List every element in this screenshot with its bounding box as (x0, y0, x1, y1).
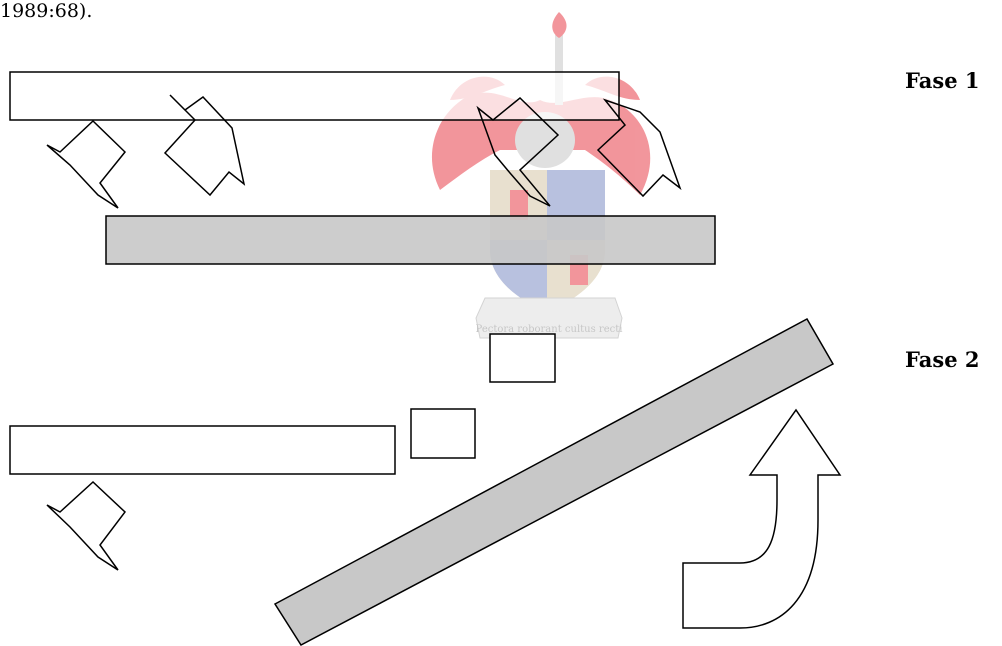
chevron-arrow-down-3-icon (46, 480, 127, 571)
watermark-crest: Pectora roborant cultus recti (431, 12, 651, 339)
citation-text: 1989:68). (0, 0, 93, 22)
crest-helmet-shape (515, 112, 575, 168)
phase-label-1: Fase 1 (905, 68, 980, 93)
fragment-box-2 (489, 333, 556, 383)
chevron-arrow-up-1-icon (163, 94, 246, 197)
chevron-arrow-down-2-icon (476, 96, 560, 207)
crest-tower-1-shape (510, 190, 528, 220)
phase2-bar (9, 425, 396, 475)
crest-torch-shape (555, 35, 563, 105)
chevron-arrow-up-2-icon (596, 98, 682, 198)
fragment-box-1 (410, 408, 476, 459)
phase-label-2: Fase 2 (905, 347, 980, 372)
crest-flame-shape (552, 12, 567, 38)
chevron-arrow-down-1-icon (46, 119, 127, 209)
phase2-diagonal-bar (273, 317, 835, 646)
curved-up-arrow-icon (682, 408, 842, 629)
phase1-top-bar (9, 71, 620, 121)
crest-motto: Pectora roborant cultus recti (476, 324, 623, 335)
phase1-bottom-bar (105, 215, 716, 265)
crest-banner-shape (475, 297, 623, 339)
